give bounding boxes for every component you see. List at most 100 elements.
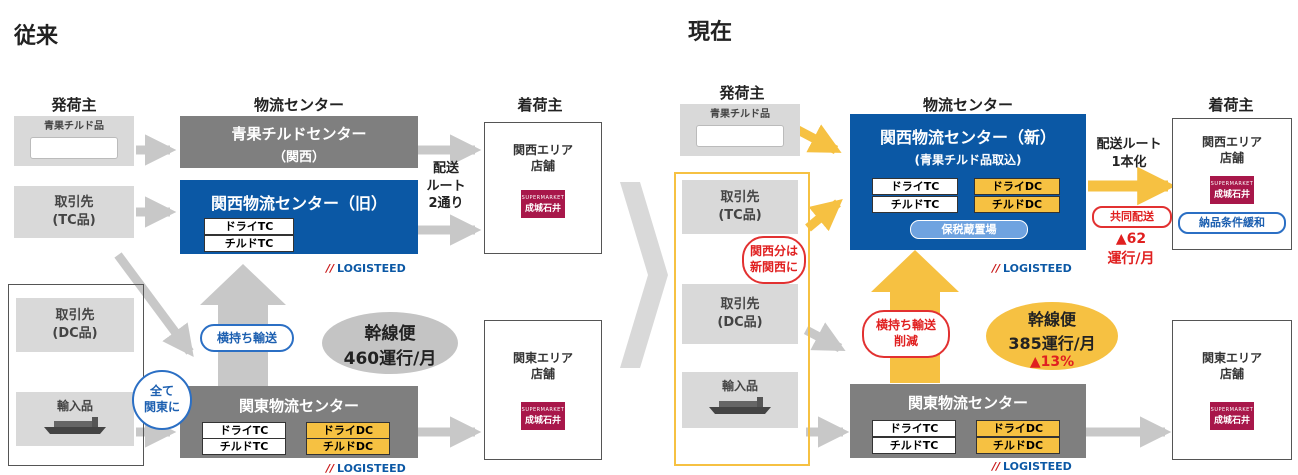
after-bonded-warehouse: 保税蔵置場 <box>910 220 1028 239</box>
after-title: 現在 <box>688 20 733 45</box>
after-header-shipper: 発荷主 <box>719 84 765 102</box>
before-title: 従来 <box>14 24 59 49</box>
after-kansai-tag-chilled-tc: チルドTC <box>872 196 958 213</box>
store-brand-logo: SUPERMARKET 成城石井 <box>1210 402 1254 431</box>
after-kanto-tag-dry-dc: ドライDC <box>976 420 1060 437</box>
before-kanto-tag-dry-dc: ドライDC <box>306 422 390 439</box>
before-horizontal-transport: 横持ち輸送 <box>200 324 294 352</box>
store-brand-logo: SUPERMARKET 成城石井 <box>521 190 565 219</box>
before-kanto-tag-dry-tc: ドライTC <box>202 422 286 439</box>
before-kansai-center: 関西物流センター（旧） ドライTC チルドTC <box>180 180 418 254</box>
before-shipper-tc: 取引先 (TC品) <box>14 186 134 238</box>
before-chilled-center: 青果チルドセンター （関西） <box>180 116 418 168</box>
before-shipper-import-label: 輸入品 <box>56 399 93 413</box>
before-kanto-logo: //LOGISTEED <box>326 462 406 475</box>
after-kanto-center: 関東物流センター ドライTC チルドTC ドライDC チルドDC <box>850 384 1086 458</box>
before-store-kanto-label: 関東エリア 店舗 <box>512 351 573 381</box>
after-header-center: 物流センター <box>922 96 1013 114</box>
brand-small: SUPERMARKET <box>1210 406 1254 413</box>
after-kanto-center-name: 関東物流センター <box>907 394 1028 412</box>
after-trunk-change: ▲13% <box>1029 354 1075 370</box>
logo-text: LOGISTEED <box>337 262 406 275</box>
before-header-receiver: 着荷主 <box>517 96 563 114</box>
after-kanto-tag-dry-tc: ドライTC <box>872 420 956 437</box>
before-header-center: 物流センター <box>253 96 344 114</box>
after-shipper-import-label: 輸入品 <box>721 379 758 393</box>
store-brand-logo: SUPERMARKET 成城石井 <box>1210 176 1254 205</box>
brand-name: 成城石井 <box>1213 189 1250 200</box>
before-kansai-tag-dry-tc: ドライTC <box>204 218 294 235</box>
after-kanto-tag-chilled-tc: チルドTC <box>872 437 956 454</box>
after-store-kansai-label: 関西エリア 店舗 <box>1201 135 1262 165</box>
before-all-kanto-badge: 全て 関東に <box>132 370 192 430</box>
before-kanto-center: 関東物流センター ドライTC チルドTC ドライDC チルドDC <box>180 386 418 458</box>
after-kansai-note: 関西分は 新関西に <box>742 236 806 284</box>
after-kansai-center-name: 関西物流センター（新） <box>879 128 1056 147</box>
logo-text: LOGISTEED <box>1003 460 1072 473</box>
logo-mark-icon: // <box>992 262 1001 275</box>
brand-name: 成城石井 <box>524 203 561 214</box>
logo-mark-icon: // <box>326 462 335 475</box>
brand-small: SUPERMARKET <box>521 194 565 201</box>
brand-small: SUPERMARKET <box>1210 180 1254 187</box>
before-route-note: 配送 ルート 2通り <box>426 161 466 212</box>
after-reduction: ▲62 運行/月 <box>1107 231 1155 267</box>
after-store-kansai: 関西エリア 店舗 SUPERMARKET 成城石井 納品条件緩和 <box>1172 118 1292 250</box>
before-kansai-center-name: 関西物流センター（旧） <box>210 194 387 213</box>
after-shipper-tc: 取引先 (TC品) <box>682 180 798 234</box>
before-kanto-tag-chilled-dc: チルドDC <box>306 438 390 455</box>
after-header-receiver: 着荷主 <box>1208 96 1254 114</box>
store-brand-logo: SUPERMARKET 成城石井 <box>521 402 565 431</box>
before-store-kansai: 関西エリア 店舗 SUPERMARKET 成城石井 <box>484 122 602 254</box>
after-shipper-import: 輸入品 <box>682 372 798 428</box>
after-trunk-ellipse: 幹線便 385運行/月 ▲13% <box>986 302 1118 370</box>
cargo-ship-icon <box>44 417 106 435</box>
logo-text: LOGISTEED <box>337 462 406 475</box>
before-kanto-tag-chilled-tc: チルドTC <box>202 438 286 455</box>
after-kansai-logo: //LOGISTEED <box>992 262 1072 275</box>
before-kanto-center-name: 関東物流センター <box>238 397 359 415</box>
after-store-kanto: 関東エリア 店舗 SUPERMARKET 成城石井 <box>1172 320 1292 460</box>
after-shipper-dc: 取引先 (DC品) <box>682 284 798 344</box>
after-kansai-tag-dry-dc: ドライDC <box>974 178 1060 195</box>
after-kanto-logo: //LOGISTEED <box>992 460 1072 473</box>
produce-case-icon <box>696 124 784 147</box>
after-kansai-tag-chilled-dc: チルドDC <box>974 196 1060 213</box>
after-kansai-center-sub: (青果チルド品取込) <box>914 153 1022 167</box>
after-delivery-terms: 納品条件緩和 <box>1178 212 1286 235</box>
brand-name: 成城石井 <box>1213 415 1250 426</box>
logo-mark-icon: // <box>326 262 335 275</box>
logo-mark-icon: // <box>992 460 1001 473</box>
after-yellow-group <box>674 172 810 466</box>
after-trunk-label: 幹線便 <box>1027 310 1076 329</box>
before-trunk-label: 幹線便 <box>364 324 416 344</box>
before-kansai-tag-chilled-tc: チルドTC <box>204 235 294 252</box>
brand-name: 成城石井 <box>524 415 561 426</box>
cargo-ship-icon <box>709 397 771 415</box>
before-store-kanto: 関東エリア 店舗 SUPERMARKET 成城石井 <box>484 320 602 460</box>
after-joint-delivery: 共同配送 <box>1092 206 1172 228</box>
transition-chevron <box>620 182 668 368</box>
before-chilled-center-sub: （関西） <box>272 150 325 165</box>
after-kansai-tag-dry-tc: ドライTC <box>872 178 958 195</box>
after-trunk-value: 385運行/月 <box>1008 334 1096 353</box>
before-store-kansai-label: 関西エリア 店舗 <box>512 143 573 173</box>
after-route-unified: 配送ルート 1本化 <box>1096 137 1162 170</box>
before-shipper-dc: 取引先 (DC品) <box>16 298 134 352</box>
before-shipper-chilled-label: 青果チルド品 <box>44 121 104 132</box>
brand-small: SUPERMARKET <box>521 406 565 413</box>
after-shipper-chilled: 青果チルド品 <box>680 104 800 156</box>
before-kansai-logo: //LOGISTEED <box>326 262 406 275</box>
before-header-shipper: 発荷主 <box>51 96 97 114</box>
before-shipper-import: 輸入品 <box>16 392 134 446</box>
after-store-kanto-label: 関東エリア 店舗 <box>1201 351 1262 381</box>
before-trunk-value: 460運行/月 <box>343 349 437 369</box>
after-shipper-chilled-label: 青果チルド品 <box>710 109 770 120</box>
before-shipper-chilled: 青果チルド品 <box>14 116 134 166</box>
produce-case-icon <box>30 136 118 159</box>
logo-text: LOGISTEED <box>1003 262 1072 275</box>
before-trunk-ellipse: 幹線便 460運行/月 <box>322 312 458 374</box>
after-kanto-tag-chilled-dc: チルドDC <box>976 437 1060 454</box>
after-kansai-center: 関西物流センター（新） (青果チルド品取込) ドライTC チルドTC ドライDC… <box>850 114 1086 250</box>
